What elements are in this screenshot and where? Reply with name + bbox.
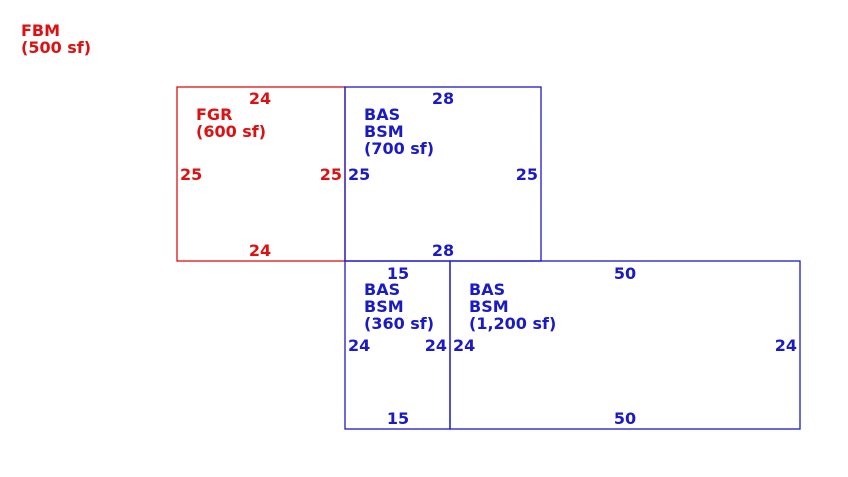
bas-360-dim-top: 15 xyxy=(387,264,409,283)
bas-700-dim-left: 25 xyxy=(348,165,370,184)
bas-1200-label-2: BSM xyxy=(469,297,509,316)
fbm-area-label: (500 sf) xyxy=(21,38,91,57)
bas-700-dim-bottom: 28 xyxy=(432,241,454,260)
bas-1200-dim-bottom: 50 xyxy=(614,409,636,428)
bas-360-area-label: (360 sf) xyxy=(364,314,434,333)
bas-360-area[interactable]: 15 15 24 24 BAS BSM (360 sf) xyxy=(344,260,451,430)
fbm-label: FBM xyxy=(21,21,60,40)
bas-1200-dim-right: 24 xyxy=(775,336,797,355)
bas-1200-dim-left: 24 xyxy=(453,336,475,355)
fgr-dim-top: 24 xyxy=(249,89,271,108)
bas-1200-label-1: BAS xyxy=(469,280,505,299)
bas-1200-rect[interactable] xyxy=(449,260,801,430)
bas-700-label-2: BSM xyxy=(364,122,404,141)
bas-360-label-1: BAS xyxy=(364,280,400,299)
fgr-area-label: (600 sf) xyxy=(196,122,266,141)
fgr-dim-right: 25 xyxy=(320,165,342,184)
bas-360-label-2: BSM xyxy=(364,297,404,316)
bas-360-dim-left: 24 xyxy=(348,336,370,355)
bas-1200-dim-top: 50 xyxy=(614,264,636,283)
bas-700-area[interactable]: 28 28 25 25 BAS BSM (700 sf) xyxy=(344,86,542,262)
bas-360-dim-bottom: 15 xyxy=(387,409,409,428)
bas-700-area-label: (700 sf) xyxy=(364,139,434,158)
fgr-dim-left: 25 xyxy=(180,165,202,184)
fgr-area[interactable]: 24 24 25 25 FGR (600 sf) xyxy=(176,86,346,262)
fbm-area: FBM (500 sf) xyxy=(21,21,91,57)
bas-1200-area[interactable]: 50 50 24 24 BAS BSM (1,200 sf) xyxy=(449,260,801,430)
bas-1200-area-label: (1,200 sf) xyxy=(469,314,556,333)
bas-700-label-1: BAS xyxy=(364,105,400,124)
bas-360-dim-right: 24 xyxy=(425,336,447,355)
fgr-dim-bottom: 24 xyxy=(249,241,271,260)
fgr-label: FGR xyxy=(196,105,232,124)
bas-700-dim-top: 28 xyxy=(432,89,454,108)
bas-700-dim-right: 25 xyxy=(516,165,538,184)
